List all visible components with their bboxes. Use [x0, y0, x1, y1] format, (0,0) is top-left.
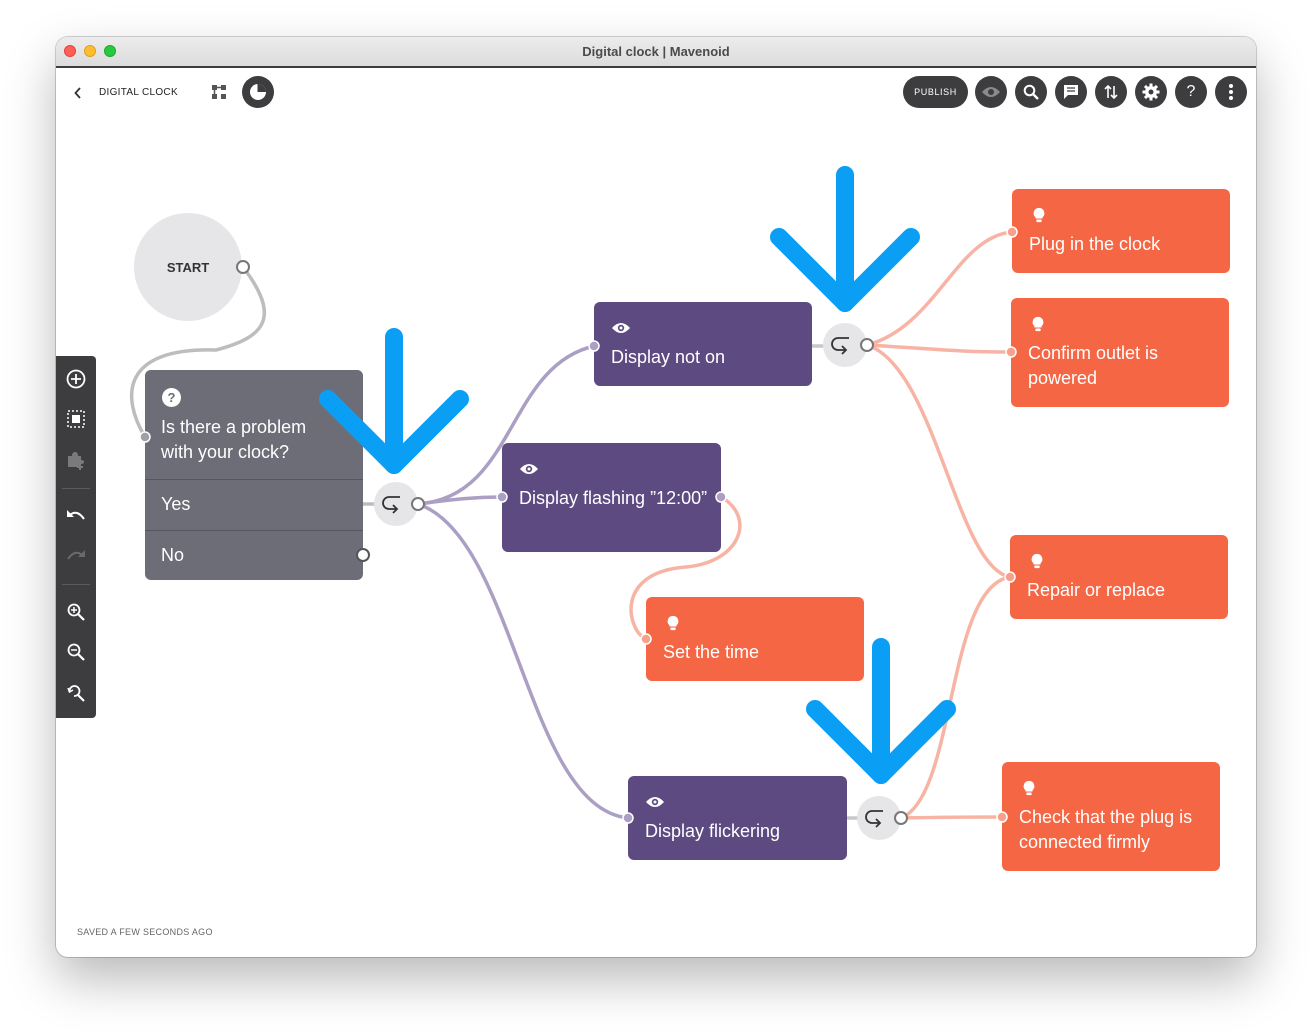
connector-display-flickering — [416, 502, 630, 820]
solution-node-repair-replace[interactable]: Repair or replace — [1010, 535, 1228, 619]
lightbulb-icon — [1032, 316, 1044, 332]
connector-plug-in — [865, 230, 1014, 347]
connector-set-time — [629, 495, 742, 641]
redo-icon[interactable] — [66, 546, 86, 566]
add-node-icon[interactable] — [66, 369, 86, 389]
lightbulb-icon — [1031, 553, 1043, 569]
node-label: Confirm outlet is powered — [1028, 343, 1159, 388]
node-label: Repair or replace — [1027, 580, 1166, 600]
eye-icon — [612, 323, 630, 333]
solution-node-set-time[interactable]: Set the time — [646, 597, 864, 681]
info-node-display-not-on[interactable]: Display not on — [594, 302, 812, 386]
zoom-out-icon[interactable] — [66, 642, 86, 662]
app-window: Digital clock | Mavenoid DIGITAL CLOCK P… — [56, 37, 1256, 957]
solution-node-confirm-outlet[interactable]: Confirm outlet is powered — [1011, 298, 1229, 407]
node-label: Display flickering — [645, 821, 781, 841]
toolbar-divider — [62, 488, 90, 489]
junction-display-not-on[interactable] — [823, 323, 874, 367]
connector-repair-upper — [865, 343, 1012, 579]
undo-icon[interactable] — [66, 506, 86, 526]
solution-node-plug-in[interactable]: Plug in the clock — [1012, 189, 1230, 273]
info-node-display-flickering[interactable]: Display flickering — [628, 776, 847, 860]
junction-main[interactable] — [374, 482, 425, 526]
canvas-tools-panel — [56, 356, 96, 718]
connector-check-plug — [899, 815, 1003, 820]
option-yes[interactable]: Yes — [145, 479, 363, 530]
solution-node-check-plug[interactable]: Check that the plug is connected firmly — [1002, 762, 1220, 871]
node-label: Plug in the clock — [1029, 234, 1161, 254]
minimize-window-button[interactable] — [84, 45, 96, 57]
start-label: START — [166, 259, 210, 275]
pie-chart-icon[interactable] — [242, 76, 274, 108]
eye-icon — [520, 464, 538, 474]
connector-confirm-outlet — [865, 343, 1013, 354]
toolbar-divider — [56, 66, 1256, 68]
connector-repair-lower — [899, 575, 1012, 820]
close-window-button[interactable] — [64, 45, 76, 57]
flow-connectors — [129, 230, 1014, 840]
lightbulb-icon — [1023, 780, 1035, 796]
node-label: Display not on — [611, 347, 726, 367]
connector-display-not-on — [416, 344, 596, 506]
option-label: Yes — [161, 494, 191, 514]
zoom-window-button[interactable] — [104, 45, 116, 57]
help-icon[interactable]: ? — [1175, 76, 1207, 108]
node-label: Set the time — [663, 642, 760, 662]
node-label: Display flashing ”12:00” — [519, 488, 708, 508]
zoom-reset-icon[interactable] — [66, 683, 86, 703]
import-export-icon[interactable] — [1095, 76, 1127, 108]
question-icon: ? — [162, 388, 181, 407]
title-bar: Digital clock | Mavenoid — [56, 37, 1256, 67]
publish-button[interactable]: PUBLISH — [903, 76, 968, 108]
zoom-in-icon[interactable] — [66, 602, 86, 622]
lightbulb-icon — [667, 615, 679, 631]
chevron-left-icon[interactable] — [74, 86, 82, 102]
eye-icon — [646, 797, 664, 807]
question-text: Is there a problem with your clock? — [161, 417, 307, 462]
comment-icon[interactable] — [1055, 76, 1087, 108]
question-node[interactable]: ? Is there a problem with your clock? Ye… — [145, 370, 363, 580]
save-status: SAVED A FEW SECONDS AGO — [77, 927, 213, 937]
connector-start — [129, 265, 266, 439]
option-label: No — [161, 545, 185, 565]
toolbar-divider — [62, 584, 90, 585]
connector-display-flashing — [416, 495, 504, 506]
node-label: Check that the plug is connected firmly — [1019, 807, 1193, 852]
junction-display-flickering[interactable] — [857, 796, 908, 840]
start-node[interactable]: START — [134, 213, 242, 321]
puzzle-add-icon[interactable] — [66, 450, 86, 470]
tree-view-icon[interactable] — [211, 84, 227, 100]
lightbulb-icon — [1033, 207, 1045, 223]
gear-icon[interactable] — [1135, 76, 1167, 108]
breadcrumb[interactable]: DIGITAL CLOCK — [99, 87, 178, 98]
more-vertical-icon[interactable] — [1215, 76, 1247, 108]
info-node-display-flashing[interactable]: Display flashing ”12:00” — [502, 443, 721, 552]
option-no[interactable]: No — [145, 530, 363, 580]
search-icon[interactable] — [1015, 76, 1047, 108]
window-title: Digital clock | Mavenoid — [582, 44, 730, 59]
select-icon[interactable] — [66, 409, 86, 429]
eye-icon[interactable] — [975, 76, 1007, 108]
